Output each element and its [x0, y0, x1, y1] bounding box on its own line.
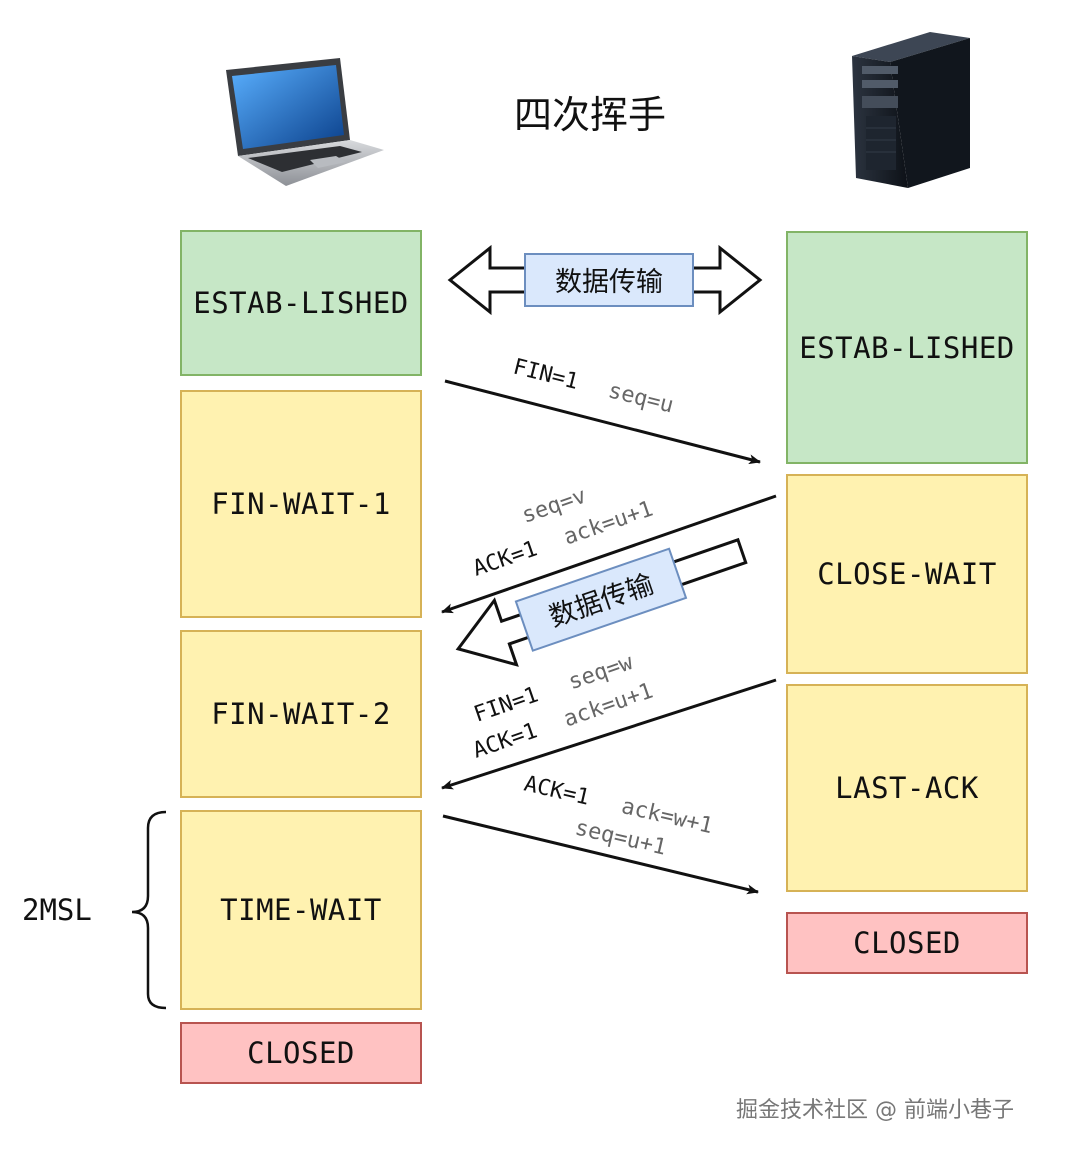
- server-state-closed: CLOSED: [786, 912, 1028, 974]
- server-tower-icon: [852, 32, 970, 188]
- client-state-time-wait: TIME-WAIT: [180, 810, 422, 1010]
- client-state-established: ESTAB-LISHED: [180, 230, 422, 376]
- client-state-fin-wait-1: FIN-WAIT-1: [180, 390, 422, 618]
- m2-flag: ACK=1: [470, 536, 541, 581]
- fin-ack-arrow-3: [441, 678, 777, 790]
- m1-seq: seq=u: [606, 378, 676, 418]
- client-state-closed: CLOSED: [180, 1022, 422, 1084]
- server-state-close-wait: CLOSE-WAIT: [786, 474, 1028, 674]
- msl-brace: [131, 810, 167, 1010]
- diagram-title: 四次挥手: [514, 93, 667, 137]
- msl-label: 2MSL: [22, 893, 92, 927]
- ack-arrow-2: [441, 494, 777, 614]
- watermark: 掘金技术社区 @ 前端小巷子: [736, 1098, 1014, 1123]
- fin-arrow-1: [444, 379, 761, 465]
- server-state-established: ESTAB-LISHED: [786, 231, 1028, 464]
- ack-arrow-4: [442, 814, 759, 895]
- laptop-icon: [226, 58, 384, 186]
- client-state-fin-wait-2: FIN-WAIT-2: [180, 630, 422, 798]
- data-transfer-return-label-box: [514, 547, 688, 652]
- data-transfer-label-box: [524, 253, 694, 307]
- server-state-last-ack: LAST-ACK: [786, 684, 1028, 892]
- m1-flag: FIN=1: [511, 355, 581, 395]
- m4-flag: ACK=1: [522, 771, 592, 810]
- data-transfer-label: 数据传输: [555, 267, 663, 298]
